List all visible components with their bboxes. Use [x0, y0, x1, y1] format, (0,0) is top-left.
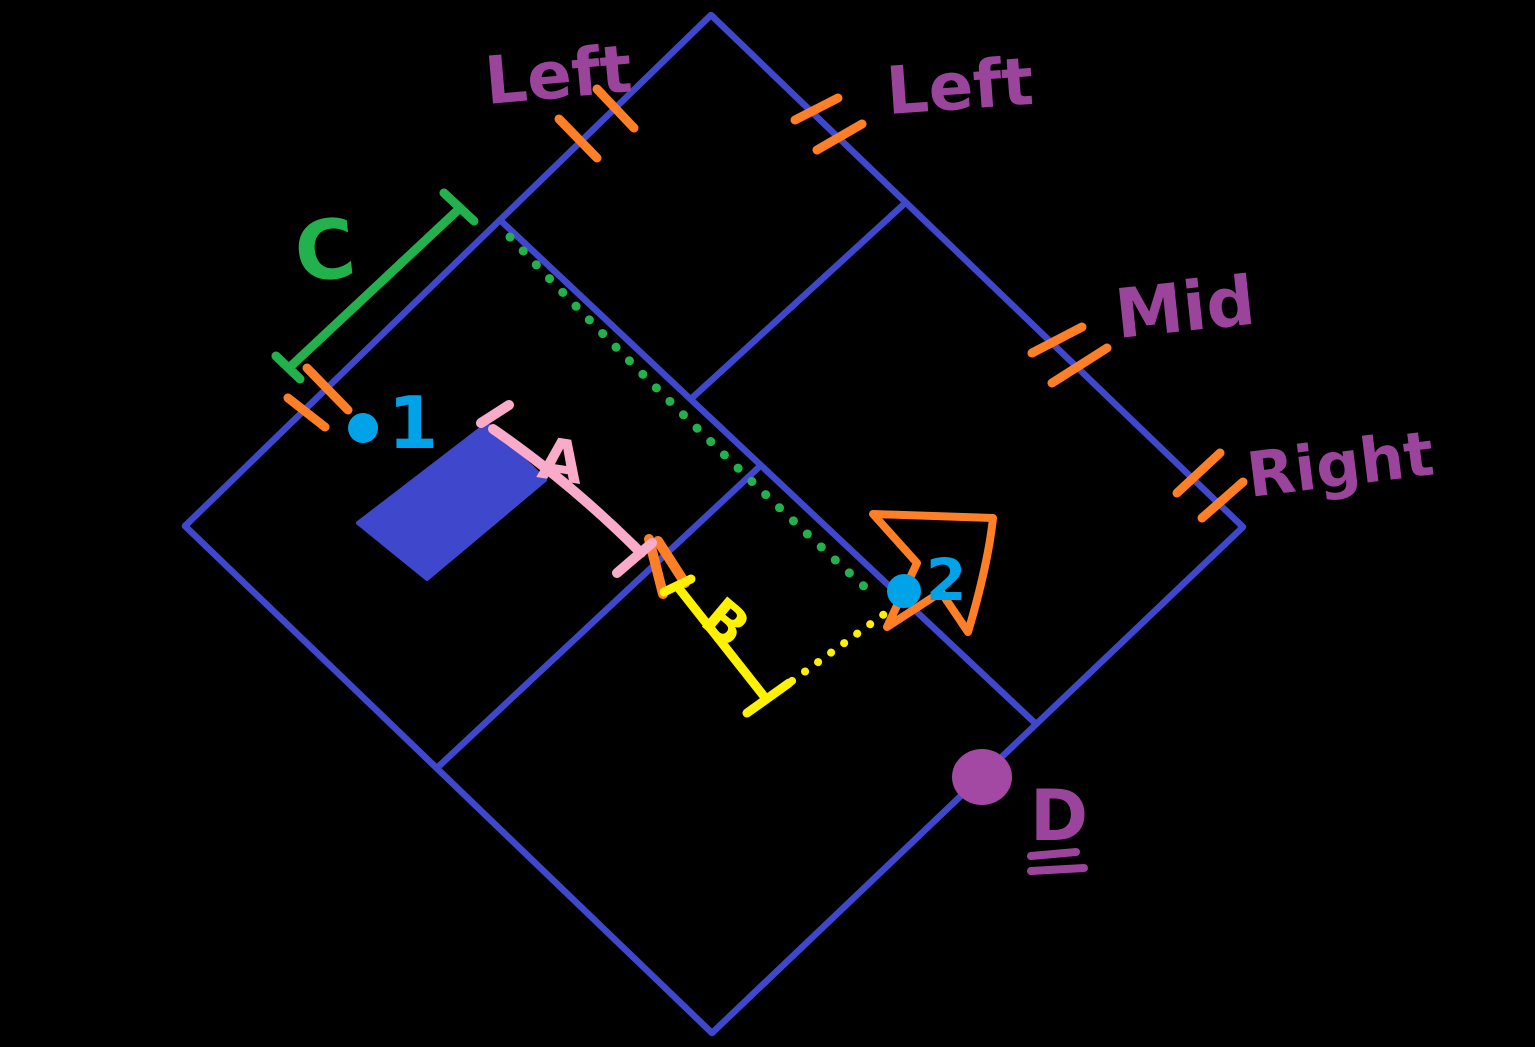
point-d-dot — [952, 749, 1012, 805]
label-measure-b: B — [690, 585, 762, 660]
label-left-upper-right: Left — [884, 43, 1036, 130]
tick-mark — [283, 393, 330, 432]
underline-stroke — [1027, 848, 1080, 860]
tick-mark — [653, 536, 690, 588]
bracket-end — [612, 538, 657, 578]
tick-mark — [554, 114, 602, 163]
tick-mark — [1047, 343, 1112, 388]
tick-pair-left-upper-right — [790, 93, 867, 155]
label-left-upper: Left — [482, 30, 635, 120]
point-1-dot — [348, 413, 378, 443]
tick-mark — [1172, 448, 1225, 498]
arrow-pointer-icon — [869, 510, 997, 636]
tick-mark — [1197, 477, 1248, 523]
tick-pair-left-upper — [554, 84, 639, 163]
outer-diamond — [181, 11, 1247, 1037]
measure-bracket-b — [659, 574, 794, 718]
label-measure-c: C — [290, 201, 360, 302]
tick-mark — [1027, 322, 1087, 358]
bracket-end — [476, 400, 514, 428]
yellow-dotted-line — [788, 608, 891, 685]
label-point-1: 1 — [388, 381, 438, 465]
tick-mark — [302, 363, 353, 415]
interior-line-upper-right — [688, 201, 907, 402]
label-mid: Mid — [1112, 262, 1259, 355]
underline-stroke — [1027, 864, 1088, 875]
point-2-dot — [887, 574, 921, 608]
tick-mark — [790, 93, 843, 125]
bracket-end — [659, 574, 696, 597]
tick-mark — [812, 119, 867, 155]
interior-line-long — [496, 216, 1040, 728]
shaded-parallelogram — [356, 422, 547, 581]
label-right: Right — [1243, 417, 1438, 512]
bracket-end — [271, 351, 305, 384]
measure-bracket-c — [271, 188, 479, 384]
label-point-2: 2 — [926, 546, 966, 614]
bracket-line — [284, 203, 465, 373]
tick-pair-right — [1172, 448, 1248, 523]
tick-pair-near-point-1 — [283, 363, 353, 432]
tick-pair-mid — [1027, 322, 1112, 388]
label-point-d: D — [1030, 775, 1088, 857]
bracket-end — [742, 678, 794, 718]
green-dotted-line — [505, 232, 873, 595]
bracket-end — [439, 188, 479, 226]
tick-mark — [592, 84, 639, 133]
measure-bracket-a — [476, 400, 657, 578]
d-underline — [1027, 848, 1088, 875]
interior-line-lower-left — [434, 464, 762, 771]
bracket-line — [672, 581, 768, 700]
label-measure-a: A — [534, 424, 589, 498]
bracket-line — [488, 424, 646, 558]
